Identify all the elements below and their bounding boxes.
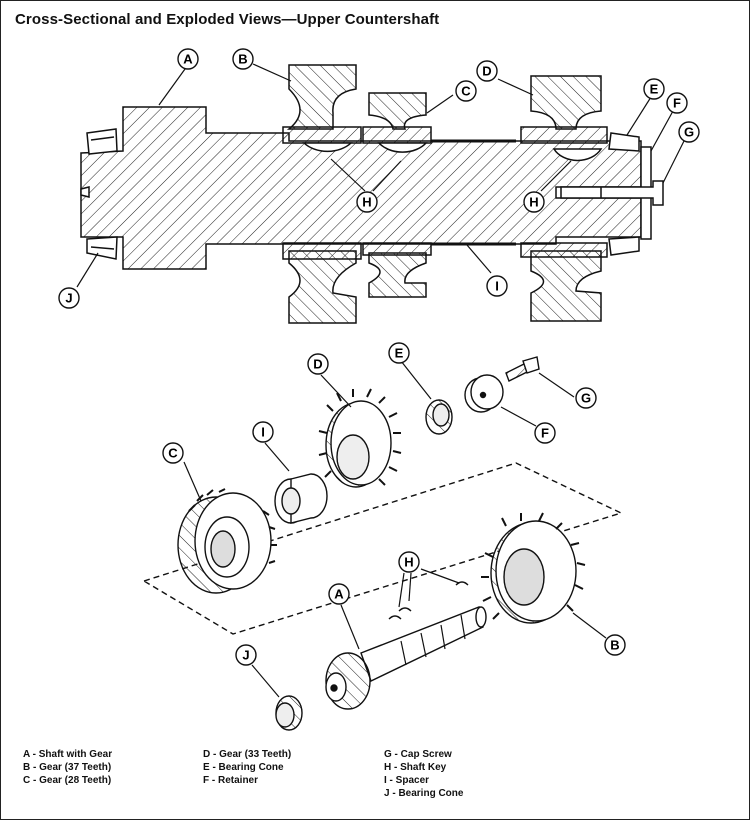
svg-text:H: H bbox=[529, 195, 538, 210]
legend-item-c: C - Gear (28 Teeth) bbox=[23, 775, 112, 786]
legend-item-d: D - Gear (33 Teeth) bbox=[203, 749, 292, 760]
svg-text:J: J bbox=[65, 291, 72, 306]
legend-column-1: A - Shaft with Gear B - Gear (37 Teeth) … bbox=[23, 748, 112, 787]
gear-c-section bbox=[368, 92, 427, 130]
callout-j-top: J bbox=[58, 287, 80, 309]
callout-j-exploded: J bbox=[235, 644, 257, 666]
callout-f-exploded: F bbox=[534, 422, 556, 444]
cap-screw-part bbox=[505, 356, 540, 382]
diagram-artwork: A B C D E F G H H I J D E G F I C H A B … bbox=[58, 48, 700, 731]
svg-text:C: C bbox=[461, 84, 471, 99]
svg-text:I: I bbox=[261, 425, 265, 440]
bearing-cone-e-part bbox=[425, 399, 453, 435]
leader-lines bbox=[76, 63, 685, 698]
callout-a-top: A bbox=[177, 48, 199, 70]
callout-h-exploded: H bbox=[398, 551, 420, 573]
legend-item-a: A - Shaft with Gear bbox=[23, 749, 113, 760]
callouts: A B C D E F G H H I J D E G F I C H A B … bbox=[58, 48, 700, 666]
svg-text:A: A bbox=[183, 52, 193, 67]
callout-e-top: E bbox=[643, 78, 665, 100]
svg-text:D: D bbox=[313, 357, 322, 372]
legend-item-j: J - Bearing Cone bbox=[384, 788, 464, 799]
svg-text:D: D bbox=[482, 64, 491, 79]
gear-b-part bbox=[481, 512, 586, 624]
legend-item-b: B - Gear (37 Teeth) bbox=[23, 762, 112, 773]
gear-d-section bbox=[530, 75, 602, 130]
callout-b-exploded: B bbox=[604, 634, 626, 656]
gear-b-section bbox=[286, 64, 357, 130]
legend-column-2: D - Gear (33 Teeth) E - Bearing Cone F -… bbox=[203, 748, 291, 787]
callout-e-exploded: E bbox=[388, 342, 410, 364]
svg-text:G: G bbox=[581, 391, 591, 406]
svg-text:B: B bbox=[610, 638, 619, 653]
shaft-keys-part bbox=[388, 581, 469, 620]
callout-d-top: D bbox=[476, 60, 498, 82]
svg-text:I: I bbox=[495, 279, 499, 294]
svg-text:F: F bbox=[541, 426, 549, 441]
callout-c-top: C bbox=[455, 80, 477, 102]
shaft-key-3 bbox=[552, 148, 603, 162]
assembly-plane bbox=[142, 462, 623, 635]
legend-item-f: F - Retainer bbox=[203, 775, 259, 786]
gear-c-part bbox=[177, 488, 277, 594]
callout-g-top: G bbox=[678, 121, 700, 143]
legend-item-g: G - Cap Screw bbox=[384, 749, 452, 760]
bearing-cone-j-top bbox=[86, 128, 118, 155]
shaft-part bbox=[325, 606, 487, 710]
retainer-part bbox=[464, 374, 504, 413]
legend-item-h: H - Shaft Key bbox=[384, 762, 447, 773]
exploded-view bbox=[142, 356, 623, 731]
cap-screw-section bbox=[560, 180, 664, 206]
svg-text:E: E bbox=[395, 346, 404, 361]
gear-d-part bbox=[318, 388, 402, 488]
svg-text:F: F bbox=[673, 96, 681, 111]
bearing-cone-e-bottom bbox=[608, 236, 640, 256]
callout-h-top-left: H bbox=[356, 191, 378, 213]
callout-h-top-right: H bbox=[523, 191, 545, 213]
callout-g-exploded: G bbox=[575, 387, 597, 409]
svg-text:C: C bbox=[168, 446, 178, 461]
legend-column-3: G - Cap Screw H - Shaft Key I - Spacer J… bbox=[384, 748, 463, 800]
bearing-cone-j-part bbox=[275, 695, 303, 731]
shaft-key-1 bbox=[302, 142, 353, 153]
svg-text:H: H bbox=[362, 195, 371, 210]
legend-item-i: I - Spacer bbox=[384, 775, 430, 786]
legend-item-e: E - Bearing Cone bbox=[203, 762, 284, 773]
svg-text:A: A bbox=[334, 587, 344, 602]
svg-text:E: E bbox=[650, 82, 659, 97]
callout-a-exploded: A bbox=[328, 583, 350, 605]
spacer-part bbox=[274, 473, 328, 524]
shaft-key-2 bbox=[377, 142, 428, 153]
svg-text:G: G bbox=[684, 125, 694, 140]
bearing-cone-e-top bbox=[608, 132, 640, 152]
svg-text:J: J bbox=[242, 648, 249, 663]
svg-text:H: H bbox=[404, 555, 413, 570]
callout-i-top: I bbox=[486, 275, 508, 297]
svg-text:B: B bbox=[238, 52, 247, 67]
callout-c-exploded: C bbox=[162, 442, 184, 464]
callout-d-exploded: D bbox=[307, 353, 329, 375]
callout-b-top: B bbox=[232, 48, 254, 70]
callout-i-exploded: I bbox=[252, 421, 274, 443]
parts-legend: A - Shaft with Gear B - Gear (37 Teeth) … bbox=[23, 748, 743, 808]
callout-f-top: F bbox=[666, 92, 688, 114]
diagram-title: Cross-Sectional and Exploded Views—Upper… bbox=[15, 11, 440, 28]
